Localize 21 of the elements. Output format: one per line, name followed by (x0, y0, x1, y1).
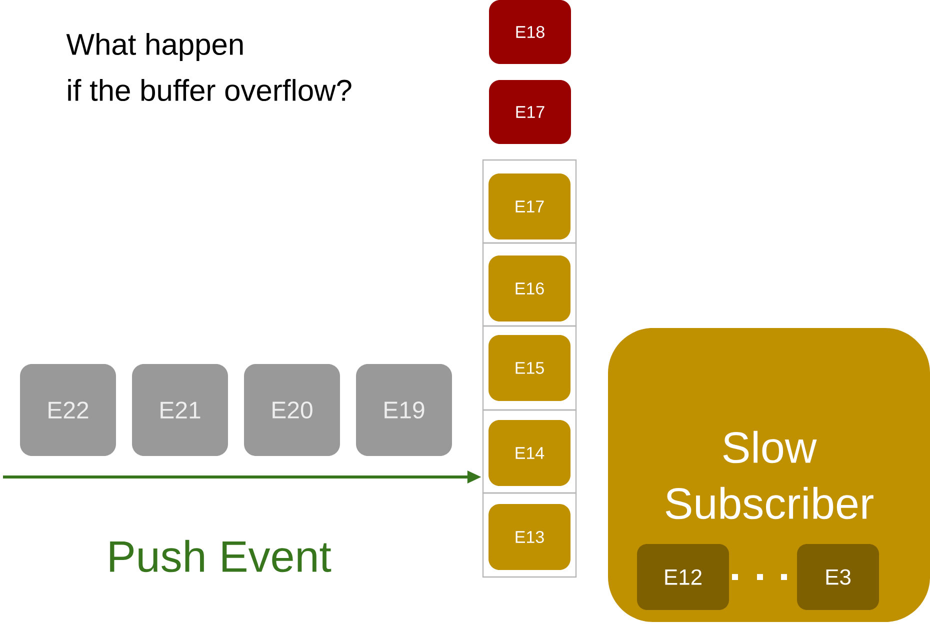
buffered-event-box: E13 (488, 504, 570, 570)
question-text: if the buffer overflow? (68, 79, 352, 102)
event-box: E21 (132, 364, 228, 456)
buffer-slot (482, 492, 577, 578)
buffer-slot (482, 242, 577, 327)
question-text: What happen (66, 33, 243, 61)
overflow-event-box: E18 (489, 0, 571, 64)
buffered-event-box: E16 (488, 256, 570, 322)
buffered-event-box: E17 (488, 174, 570, 240)
buffer-slot (482, 325, 577, 411)
buffer-slot (482, 409, 577, 494)
event-box: E20 (244, 364, 340, 456)
event-box: E22 (20, 364, 116, 456)
push-event-label: Push Event (110, 540, 332, 572)
buffer-slot (482, 159, 577, 244)
overflow-event-box: E17 (489, 80, 571, 144)
consumed-event-box: E12 (637, 544, 729, 610)
buffered-event-box: E15 (488, 335, 570, 401)
buffered-event-box: E14 (488, 420, 570, 486)
event-box: E19 (356, 364, 452, 456)
consumed-event-box: E3 (797, 544, 879, 610)
